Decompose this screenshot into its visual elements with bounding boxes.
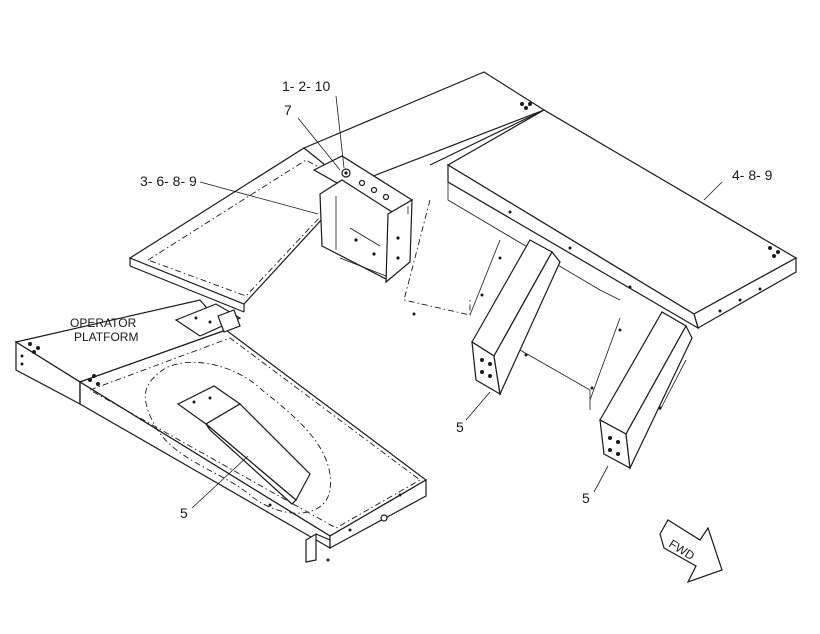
rear-platform-panel bbox=[128, 147, 359, 313]
callout-5-step: 5 bbox=[180, 505, 188, 521]
center-bracket-assembly bbox=[312, 155, 414, 284]
forward-arrow-icon: FWD bbox=[659, 519, 723, 584]
operator-platform-label-line2: PLATFORM bbox=[74, 330, 138, 344]
right-leg-bracket-1 bbox=[471, 239, 561, 397]
hinge-details bbox=[174, 303, 242, 337]
operator-platform-label-line1: OPERATOR bbox=[70, 316, 137, 330]
callout-4-8-9: 4- 8- 9 bbox=[732, 167, 773, 183]
callout-1-2-10: 1- 2- 10 bbox=[282, 78, 330, 94]
leader-lines bbox=[191, 95, 723, 509]
front-post bbox=[305, 514, 388, 563]
callout-7: 7 bbox=[284, 102, 292, 118]
callout-5-right-leg-2: 5 bbox=[582, 490, 590, 506]
callout-3-6-8-9: 3- 6- 8- 9 bbox=[140, 173, 197, 189]
right-platform-panel bbox=[446, 109, 798, 330]
step-outline bbox=[144, 361, 331, 514]
callout-5-right-leg-1: 5 bbox=[456, 419, 464, 435]
right-leg-bracket-2 bbox=[599, 311, 693, 471]
